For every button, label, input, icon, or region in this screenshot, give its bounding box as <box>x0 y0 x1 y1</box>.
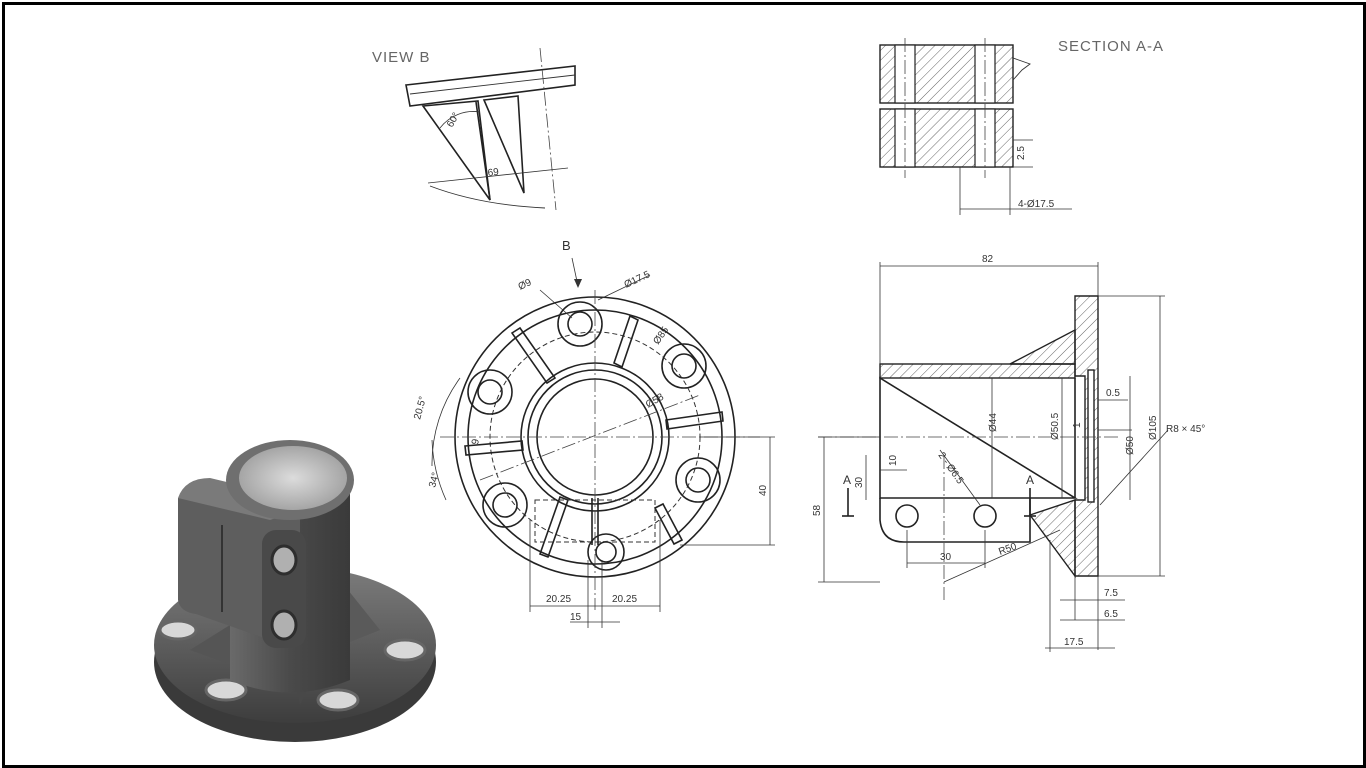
view-b-rib-right <box>482 95 525 194</box>
label-05: 0.5 <box>1106 388 1120 399</box>
iso-flange-hole-2 <box>204 678 248 702</box>
bolt-hole-lower-left <box>482 482 528 528</box>
bolt-hole-lower-right <box>675 457 721 503</box>
view-b-rib-edge <box>475 101 491 201</box>
label-75: 7.5 <box>1104 588 1118 599</box>
label-40: 40 <box>758 484 769 496</box>
side-rib-top <box>1009 328 1076 365</box>
view-b-title: VIEW B <box>372 49 431 66</box>
iso-lug-hole-1 <box>270 544 298 576</box>
iso-lug-hole-2 <box>270 609 298 641</box>
rib-left <box>464 440 524 456</box>
bolt-hole-top <box>557 301 603 347</box>
label-82: 82 <box>982 254 994 265</box>
view-b-arrowhead <box>574 279 582 288</box>
side-hub-wall-top <box>879 363 1076 379</box>
iso-rib-1 <box>190 625 232 665</box>
view-b-outline <box>429 185 546 209</box>
label-58: 58 <box>812 504 823 516</box>
rib-upper-right <box>613 314 639 369</box>
section-title: SECTION A-A <box>1058 38 1164 55</box>
side-bore-recess <box>1087 369 1095 503</box>
section-dim-25: 2.5 <box>1016 146 1027 160</box>
section-a-a: SECTION A-A 2.5 4-Ø17.5 <box>879 38 1164 215</box>
angle-arc-1 <box>431 377 461 467</box>
label-d85: Ø85 <box>651 325 671 347</box>
section-break-mark <box>1012 57 1031 81</box>
label-65: 6.5 <box>1104 609 1118 620</box>
label-d105: Ø105 <box>1148 415 1159 440</box>
label-30h: 30 <box>940 552 952 563</box>
rib-lower-left <box>538 495 570 559</box>
label-30v: 30 <box>854 476 865 488</box>
label-1: 1 <box>1072 422 1083 428</box>
side-hub-body <box>879 376 1078 499</box>
label-2d65: 2 - Ø6.5 <box>936 450 966 486</box>
isometric-render <box>154 440 436 742</box>
label-d505: Ø50.5 <box>1050 412 1061 440</box>
view-b: VIEW B 60° 69 <box>372 47 576 211</box>
label-2025b: 20.25 <box>612 594 637 605</box>
view-b-arrow-label: B <box>562 238 571 253</box>
view-b-plate-edge <box>409 74 576 95</box>
side-lug-hole-2 <box>973 504 997 528</box>
label-175: 17.5 <box>1064 637 1084 648</box>
view-b-rib-left <box>421 100 491 201</box>
iso-flange-hole-4 <box>383 638 427 662</box>
iso-flange-hole-3 <box>316 688 360 712</box>
bolt-hole-upper-left <box>467 369 513 415</box>
label-15: 15 <box>570 612 582 623</box>
view-b-centerline <box>539 47 557 211</box>
bolt-hole-upper-right <box>661 343 707 389</box>
label-10: 10 <box>888 454 899 466</box>
label-d50: Ø50 <box>1125 436 1136 455</box>
section-mark-a-left: A <box>843 473 851 487</box>
label-angle-34: 34° <box>427 471 442 488</box>
section-holes-label: 4-Ø17.5 <box>1018 199 1055 210</box>
side-clamp-lug <box>879 498 1031 543</box>
leader-d9 <box>539 289 573 319</box>
view-b-dim-69: 69 <box>487 167 500 179</box>
side-rib-bottom <box>1028 499 1076 579</box>
side-view: A A 82 Ø44 Ø50.5 1 0.5 Ø50 Ø105 R8 × 45°… <box>812 254 1205 652</box>
label-d44: Ø44 <box>988 413 999 432</box>
rib-right <box>665 411 724 430</box>
view-b-plate <box>405 65 576 107</box>
view-b-angle-arc <box>439 111 481 129</box>
angle-arc-2 <box>431 439 447 501</box>
rib-lower-right <box>653 502 684 546</box>
iso-bore <box>239 446 347 510</box>
side-lug-hole-1 <box>895 504 919 528</box>
label-angle-20: 20.5° <box>412 395 429 421</box>
label-r8: R8 × 45° <box>1166 424 1205 435</box>
front-view: B <box>412 238 775 628</box>
bolt-hole-bottom <box>587 533 625 571</box>
label-d175: Ø17.5 <box>623 269 653 291</box>
rib-upper-left <box>510 326 557 385</box>
label-2025a: 20.25 <box>546 594 571 605</box>
section-mark-a-right: A <box>1026 473 1034 487</box>
iso-flange-hole-1 <box>158 619 198 641</box>
leader-d175 <box>597 274 651 301</box>
label-r50: R50 <box>997 541 1018 558</box>
leader-r50 <box>943 529 1061 583</box>
leader-2d65 <box>939 449 981 506</box>
front-cl-diag <box>479 394 701 481</box>
label-small-9: 9 <box>470 438 482 446</box>
view-b-dim-line <box>427 167 569 184</box>
leader-r8 <box>1099 429 1169 506</box>
label-d9: Ø9 <box>517 277 534 293</box>
